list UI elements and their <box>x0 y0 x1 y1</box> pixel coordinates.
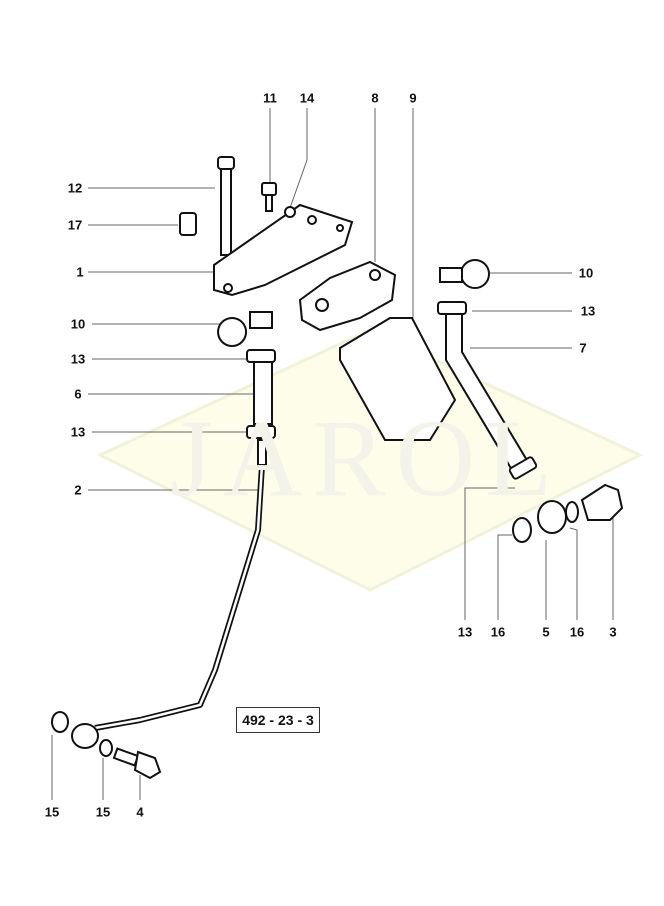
callout-label: 6 <box>74 386 82 402</box>
callout-label: 11 <box>263 90 277 106</box>
reference-code-box: 492 - 23 - 3 <box>236 707 320 733</box>
part-13-clamp-right <box>437 301 467 315</box>
callout-label: 10 <box>578 265 594 281</box>
callout-label: 7 <box>579 340 587 356</box>
callout-label: 8 <box>371 90 379 106</box>
callout-label: 9 <box>409 90 417 106</box>
banjo-eye-left <box>71 723 99 749</box>
callout-label: 15 <box>95 804 111 820</box>
callout-label: 16 <box>569 624 585 640</box>
part-10-banjo-left <box>217 317 248 347</box>
part-15-washer <box>51 711 69 733</box>
watermark: JAROL <box>170 397 563 519</box>
leader-lines <box>51 108 614 800</box>
part-15-washer-2 <box>99 739 113 757</box>
part-14-washer <box>284 206 296 218</box>
callout-label: 15 <box>44 804 60 820</box>
callout-label: 13 <box>457 624 473 640</box>
part-12-long-bolt <box>220 164 232 256</box>
part-9-filter <box>339 317 457 441</box>
part-6-hose <box>253 361 273 425</box>
callout-label: 16 <box>490 624 506 640</box>
part-4-banjo-bolt <box>112 747 140 767</box>
callout-label: 13 <box>70 424 86 440</box>
callout-label: 3 <box>609 624 617 640</box>
part-3-banjo-bolt <box>580 483 624 521</box>
part-11-bolt <box>261 182 277 196</box>
part-13-clamp <box>246 349 276 363</box>
watermark-diamond <box>96 328 644 592</box>
callout-label: 17 <box>67 217 83 233</box>
part-16-washer <box>512 517 532 543</box>
callout-label: 12 <box>67 180 83 196</box>
callout-label: 13 <box>580 303 596 319</box>
callout-label: 4 <box>136 804 144 820</box>
callout-label: 10 <box>70 316 86 332</box>
callout-label: 1 <box>76 264 84 280</box>
part-17-spacer <box>179 212 197 236</box>
callout-label: 13 <box>70 351 86 367</box>
callout-label: 14 <box>299 90 315 106</box>
part-1-bracket <box>213 203 354 297</box>
part-10-banjo-right <box>460 259 490 289</box>
callout-label: 2 <box>74 482 82 498</box>
callout-label: 5 <box>542 624 550 640</box>
part-8-filter-head <box>298 260 397 332</box>
parts <box>51 156 624 780</box>
part-16-washer-2 <box>565 501 579 523</box>
